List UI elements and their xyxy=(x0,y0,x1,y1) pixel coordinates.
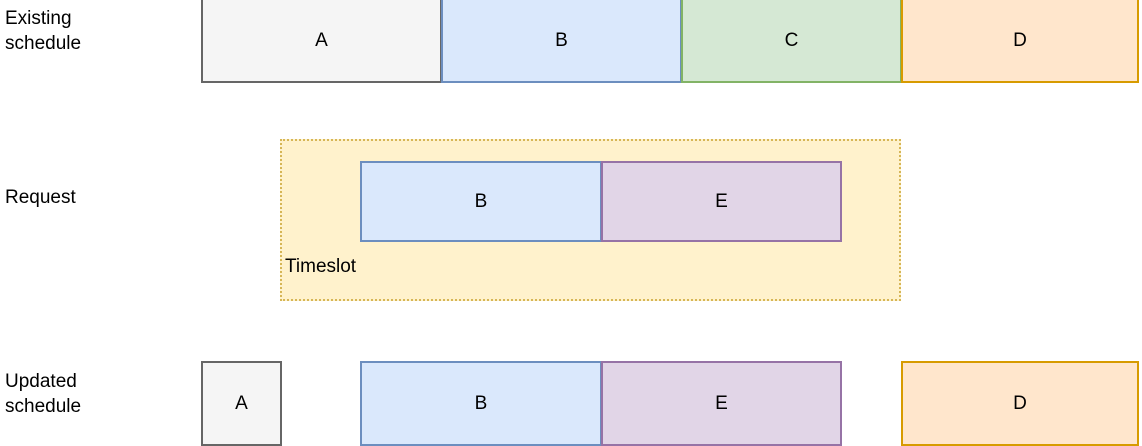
timeslot-caption: Timeslot xyxy=(285,256,357,277)
updated-schedule-label: Updated schedule xyxy=(5,371,82,417)
existing-schedule-label: Existing schedule xyxy=(5,8,82,54)
request-block-e: E xyxy=(601,161,842,242)
existing-block-d: D xyxy=(901,0,1139,83)
updated-block-a: A xyxy=(201,361,282,446)
updated-block-d: D xyxy=(901,361,1139,446)
request-label: Request xyxy=(5,187,76,208)
existing-block-c: C xyxy=(681,0,902,83)
updated-block-e: E xyxy=(601,361,842,446)
existing-block-a: A xyxy=(201,0,442,83)
request-block-b: B xyxy=(360,161,602,242)
existing-block-b: B xyxy=(441,0,682,83)
updated-block-b: B xyxy=(360,361,602,446)
